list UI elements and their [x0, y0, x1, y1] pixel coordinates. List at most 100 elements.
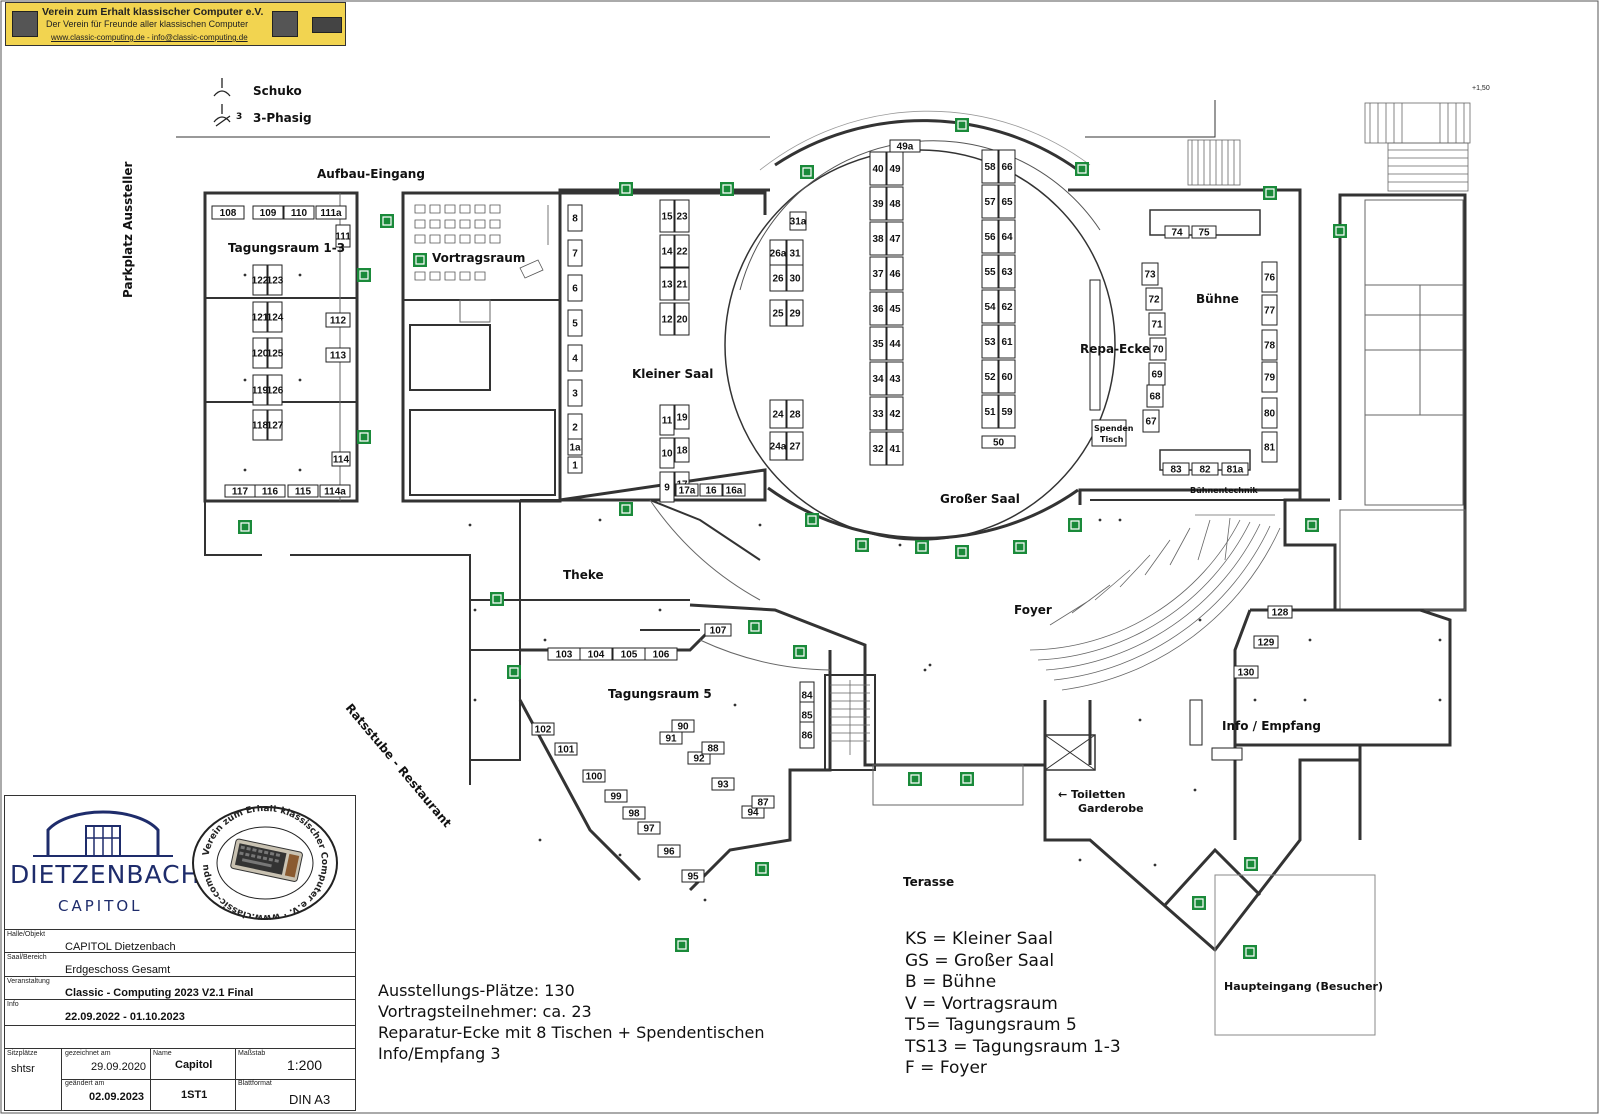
sitzplatz-value: shtsr: [11, 1063, 35, 1075]
table-cell: [567, 344, 583, 372]
table-number: 102: [535, 725, 552, 736]
exit-sign-icon: [1243, 945, 1257, 959]
foyer-stairs: [1029, 514, 1281, 691]
table-number: 91: [665, 734, 677, 745]
geaendert-label: geändert am: [65, 1080, 105, 1087]
vortragsraum-label: Vortragsraum: [432, 251, 525, 265]
table-cell: [886, 361, 904, 396]
stats-line: Reparatur-Ecke mit 8 Tischen + Spendenti…: [378, 1023, 765, 1042]
table-number: 12: [661, 315, 673, 326]
table-number: 106: [653, 650, 670, 661]
table-number: 62: [1001, 302, 1013, 313]
haupteingang-canopy: [1214, 874, 1376, 1036]
table-cell: [704, 623, 732, 637]
keyboard-icon: [312, 17, 342, 33]
table-cell: [554, 742, 578, 756]
exit-sign-icon: [720, 182, 734, 196]
outlet-dot: [923, 668, 927, 672]
table-cell: [1261, 294, 1278, 326]
table-cell: [567, 239, 583, 267]
table-number: 7: [572, 249, 578, 260]
table-number: 48: [889, 199, 901, 210]
outlet-dot: [1253, 698, 1257, 702]
table-cell: [998, 289, 1016, 324]
table-cell: [886, 256, 904, 291]
outlet-dot: [538, 838, 542, 842]
exit-sign-icon: [793, 645, 807, 659]
table-cell: [886, 326, 904, 361]
table-cell: [671, 719, 695, 733]
table-cell: [659, 471, 675, 503]
table-cell: [675, 483, 699, 497]
exit-sign-icon: [413, 253, 427, 267]
table-number: 13: [661, 280, 673, 291]
vortragsraum-area: [401, 191, 562, 503]
table-cell: [869, 396, 887, 431]
table-cell: [674, 199, 690, 233]
table-cell: [674, 437, 690, 463]
table-cell: [981, 219, 999, 254]
theke-area: [520, 499, 761, 631]
table-number: 71: [1151, 320, 1163, 331]
stairs-top-right: [1187, 102, 1471, 192]
abbr-line: B = Bühne: [905, 972, 997, 992]
table-number: 31a: [790, 217, 807, 228]
table-number: 35: [872, 339, 884, 350]
outlet-dot: [468, 523, 472, 527]
info-value: 22.09.2022 - 01.10.2023: [65, 1011, 185, 1023]
table-cell: [1221, 462, 1249, 476]
table-number: 46: [889, 269, 901, 280]
table-number: 22: [676, 247, 688, 258]
table-number: 73: [1144, 270, 1156, 281]
exit-sign-icon: [380, 214, 394, 228]
info-label: Info: [7, 1001, 19, 1008]
abbr-line: TS13 = Tagungsraum 1-3: [905, 1036, 1121, 1057]
table-number: 56: [984, 232, 996, 243]
table-number: 19: [676, 413, 688, 424]
table-cell: [789, 211, 807, 231]
left-exterior: [204, 500, 690, 761]
outlet-dot: [298, 378, 302, 382]
veranstaltung-value: Classic - Computing 2023 V2.1 Final: [65, 987, 254, 999]
table-number: 103: [556, 650, 573, 661]
table-number: 93: [717, 780, 729, 791]
table-cell: [998, 184, 1016, 219]
name-label: Name: [153, 1050, 172, 1057]
exit-sign-icon: [1263, 186, 1277, 200]
exit-sign-icon: [507, 665, 521, 679]
table-number: 68: [1149, 392, 1161, 403]
table-cell: [1261, 261, 1278, 293]
table-cell: [869, 361, 887, 396]
table-number: 98: [628, 809, 640, 820]
outlet-dot: [298, 273, 302, 277]
table-number: 40: [872, 164, 884, 175]
abbr-line: T5= Tagungsraum 5: [905, 1015, 1077, 1035]
exit-sign-icon: [1068, 518, 1082, 532]
table-number: 92: [693, 754, 705, 765]
garderobe-label: Garderobe: [1078, 802, 1144, 815]
table-cell: [252, 264, 268, 296]
table-number: 54: [984, 302, 996, 313]
table-number: 109: [260, 208, 277, 219]
outlet-dot: [703, 898, 707, 902]
blatt-value: DIN A3: [289, 1092, 331, 1107]
table-number: 79: [1264, 373, 1276, 384]
outlet-dot: [1118, 518, 1122, 522]
exit-sign-icon: [805, 513, 819, 527]
legend-schuko-label: Schuko: [253, 84, 302, 98]
spenden-tisch-box: [1091, 419, 1127, 447]
saal-value: Erdgeschoss Gesamt: [65, 964, 171, 976]
table-cell: [604, 789, 628, 803]
table-cell: [1189, 699, 1203, 746]
abbr-line: F = Foyer: [905, 1058, 987, 1078]
abbr-line: V = Vortragsraum: [905, 993, 1058, 1014]
table-number: 3: [572, 389, 578, 400]
table-cell: [1261, 397, 1278, 429]
table-cell: [981, 184, 999, 219]
table-number: 127: [267, 421, 284, 432]
banner-link[interactable]: www.classic-computing.de - info@classic-…: [51, 33, 248, 42]
table-cell: [886, 221, 904, 256]
table-cell: [252, 409, 268, 441]
buehne-area: [1078, 188, 1310, 505]
table-cell: [869, 326, 887, 361]
